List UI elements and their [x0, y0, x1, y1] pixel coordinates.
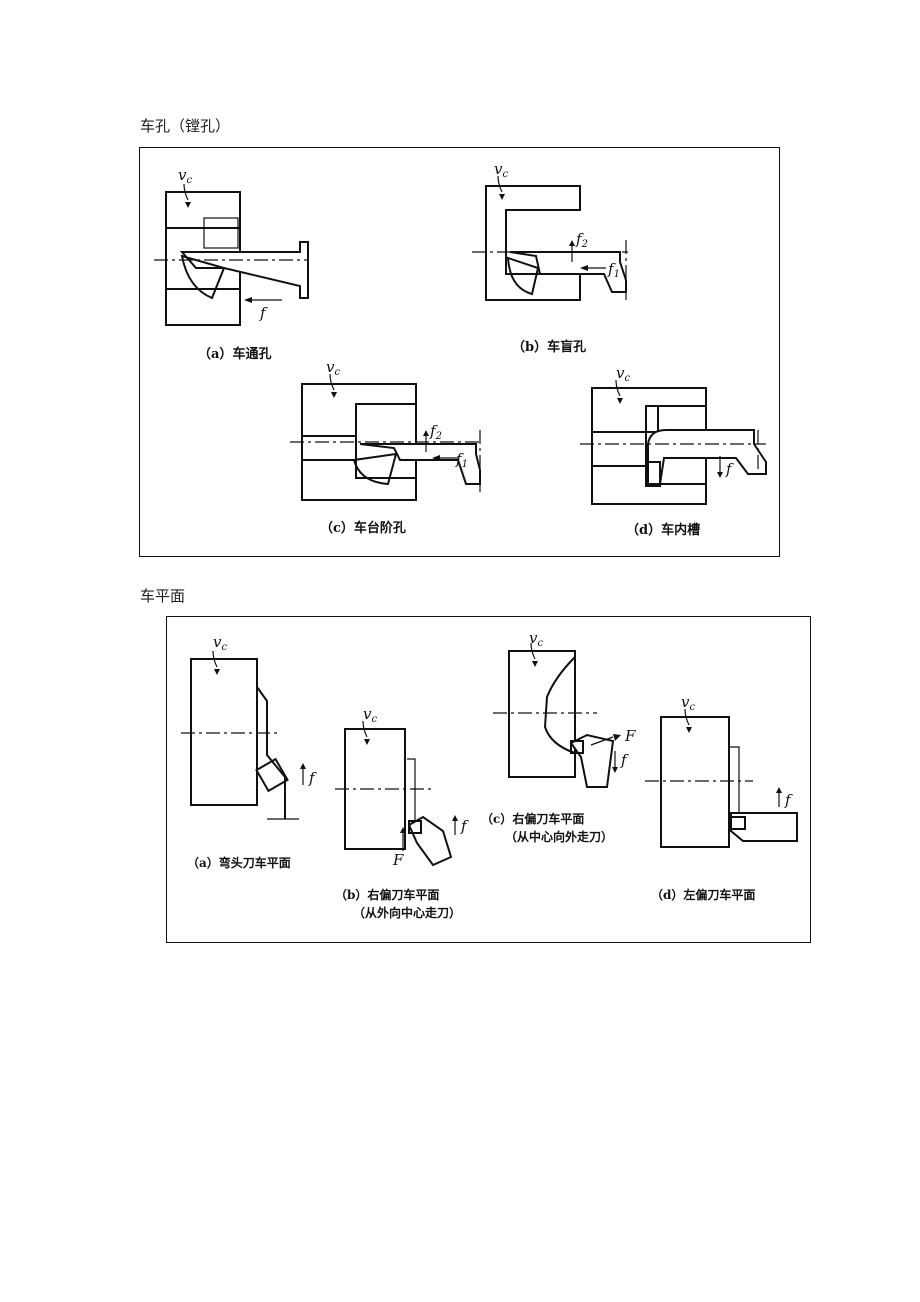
figure-facing: vc f （a）弯头刀车平面 vc f F （b）右偏刀车平面 （从外向中心走刀…	[166, 616, 811, 943]
svg-text:f: f	[620, 751, 629, 769]
caption-a: （a）车通孔	[198, 346, 271, 362]
svg-text:F: F	[624, 727, 636, 745]
svg-text:vc: vc	[213, 633, 227, 653]
diagram-left-tool-facing: vc f （d）左偏刀车平面	[645, 693, 798, 902]
caption-d: （d）车内槽	[626, 522, 700, 538]
caption-face-b: （b）右偏刀车平面	[335, 887, 439, 902]
svg-text:f: f	[725, 460, 734, 478]
note-face-b: （从外向中心走刀）	[353, 905, 461, 920]
svg-text:f: f	[308, 769, 317, 787]
svg-text:vc: vc	[616, 364, 630, 384]
diagram-internal-groove: vc f （d）车内槽	[580, 364, 767, 538]
boring-diagrams: vc f （a）车通孔 vc f2 f1 （b）车盲孔	[154, 160, 767, 538]
f-symbol: f	[259, 304, 268, 322]
caption-face-c: （c）右偏刀车平面	[481, 811, 584, 826]
svg-text:f: f	[460, 817, 469, 835]
note-face-c: （从中心向外走刀）	[505, 829, 613, 844]
caption-face-a: （a）弯头刀车平面	[187, 855, 291, 870]
diagram-stepped-hole: vc f2 f1 （c）车台阶孔	[290, 358, 482, 536]
svg-text:F: F	[392, 851, 404, 869]
svg-text:f1: f1	[607, 260, 620, 280]
diagram-bent-tool-facing: vc f （a）弯头刀车平面	[181, 633, 317, 870]
svg-text:f1: f1	[455, 450, 468, 470]
svg-text:f: f	[784, 791, 793, 809]
diagram-through-hole: vc f （a）车通孔	[154, 166, 309, 362]
figure-boring-holes: vc f （a）车通孔 vc f2 f1 （b）车盲孔	[139, 147, 780, 557]
caption-face-d: （d）左偏刀车平面	[651, 887, 755, 902]
diagram-right-tool-inward: vc f F （b）右偏刀车平面 （从外向中心走刀）	[335, 705, 469, 920]
svg-text:f2: f2	[429, 422, 442, 442]
svg-text:f2: f2	[575, 230, 588, 250]
svg-text:vc: vc	[363, 705, 377, 725]
vc-symbol: vc	[178, 166, 192, 186]
caption-c: （c）车台阶孔	[320, 520, 406, 536]
svg-text:vc: vc	[494, 160, 508, 180]
diagram-blind-hole: vc f2 f1 （b）车盲孔	[472, 160, 628, 355]
svg-text:vc: vc	[681, 693, 695, 713]
svg-text:vc: vc	[326, 358, 340, 378]
facing-diagrams: vc f （a）弯头刀车平面 vc f F （b）右偏刀车平面 （从外向中心走刀…	[181, 629, 798, 920]
caption-b: （b）车盲孔	[512, 339, 586, 355]
svg-text:vc: vc	[529, 629, 543, 649]
section-heading-faces: 车平面	[140, 587, 186, 605]
diagram-right-tool-outward: vc F f （c）右偏刀车平面 （从中心向外走刀）	[481, 629, 636, 844]
section-heading-holes: 车孔（镗孔）	[140, 117, 231, 135]
